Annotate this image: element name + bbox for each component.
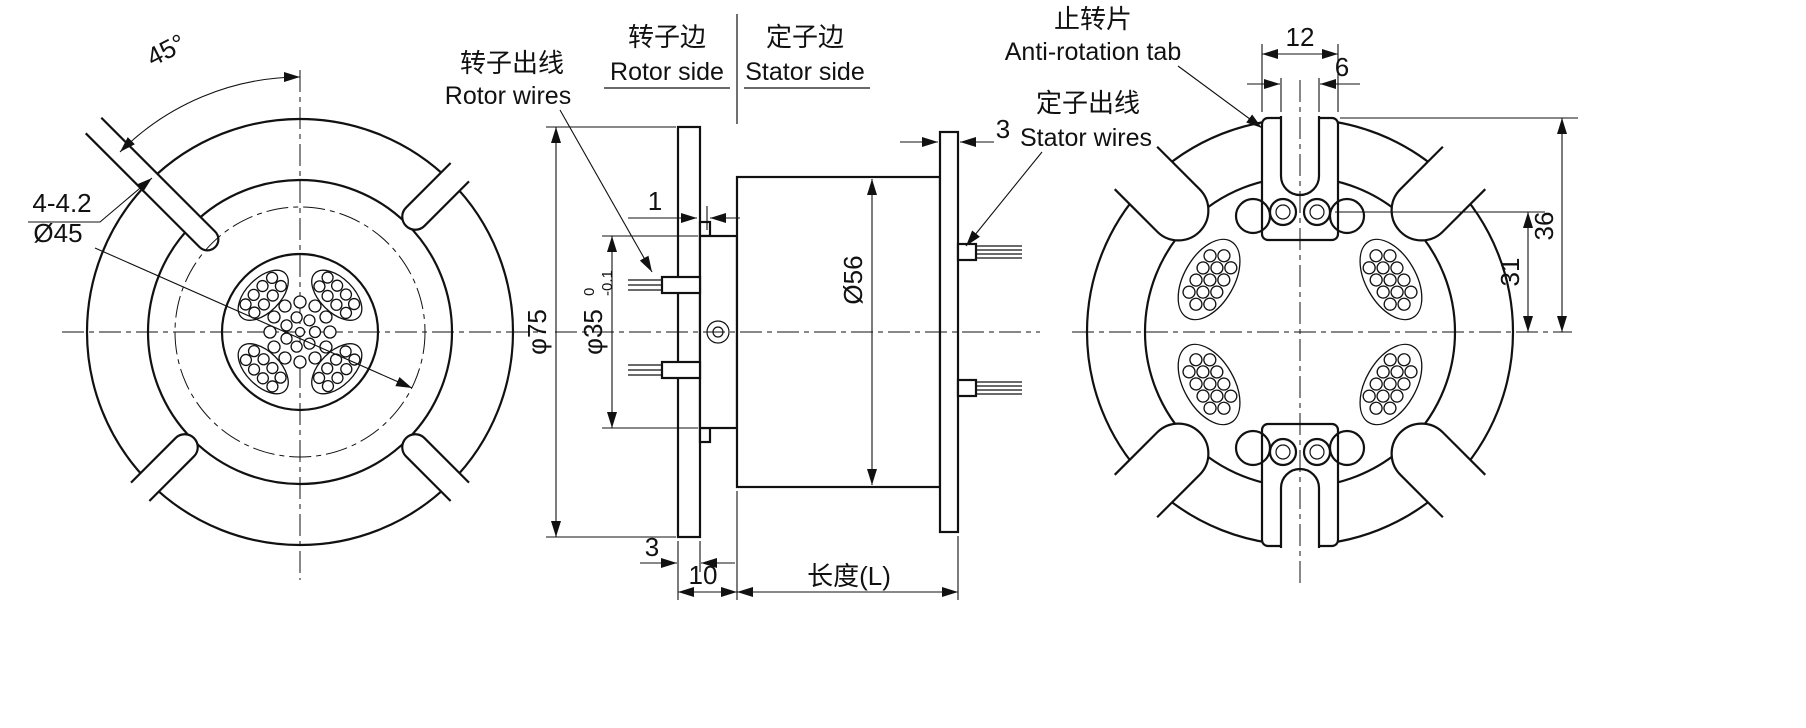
- dim-36: 36: [1529, 212, 1559, 241]
- dim-dia35-group: φ35 0 -0.1: [578, 270, 616, 355]
- label-anti-rotation-cn: 止转片: [1054, 4, 1132, 34]
- dim-dia35-tol-upper: 0: [581, 288, 598, 296]
- wire-bundle: [1346, 228, 1436, 331]
- face-hole: [1234, 429, 1272, 467]
- stator-wire-terminals: [956, 242, 1022, 398]
- dim-45deg: 45°: [142, 28, 191, 73]
- dim-31: 31: [1495, 258, 1525, 287]
- label-stator-side-cn: 定子边: [766, 22, 844, 52]
- rim-notch: [129, 427, 205, 503]
- dim-length-L: 长度(L): [807, 561, 891, 591]
- wire-bundle: [1164, 228, 1254, 331]
- leader-rotor-wires: [559, 109, 653, 273]
- dim-dia56: Ø56: [838, 255, 868, 304]
- rim-notch: [395, 427, 471, 503]
- dim-dia45: Ø45: [33, 218, 82, 248]
- rim-notch: [1113, 410, 1222, 519]
- wire-bundle: [1164, 333, 1254, 436]
- face-hole: [1328, 197, 1366, 235]
- dim-10: 10: [689, 560, 718, 590]
- rim-notch: [1378, 145, 1487, 254]
- dim-12: 12: [1286, 22, 1315, 52]
- rim-notch: [1113, 145, 1222, 254]
- dim-4-4.2: 4-4.2: [32, 188, 91, 218]
- pin-slot-4.2: [84, 116, 225, 257]
- leader-anti-rotation: [1177, 65, 1263, 129]
- label-stator-wires-cn: 定子出线: [1036, 88, 1140, 118]
- rotor-step-bottom: [698, 426, 712, 444]
- dim-step-1: 1: [648, 186, 662, 216]
- wire-bundle: [1346, 333, 1436, 436]
- label-rotor-wires-en: Rotor wires: [445, 82, 571, 110]
- rim-notch: [1378, 410, 1487, 519]
- label-stator-side-en: Stator side: [745, 58, 865, 86]
- dim-dia35-tol-lower: -0.1: [599, 270, 616, 296]
- face-hole: [1234, 197, 1272, 235]
- label-stator-wires-en: Stator wires: [1020, 124, 1152, 152]
- label-rotor-wires-cn: 转子出线: [460, 48, 564, 78]
- dim-6: 6: [1335, 52, 1349, 82]
- rotor-step-top: [698, 220, 712, 238]
- wire-bundle: [228, 260, 298, 330]
- wire-bundle: [228, 334, 298, 404]
- dim-dia35: φ35: [578, 309, 608, 355]
- leader-4-4.2: [28, 177, 153, 223]
- rear-view: 止转片 Anti-rotation tab 12 6 31 36: [1005, 4, 1578, 585]
- face-hole: [1328, 429, 1366, 467]
- rotor-wire-terminals: [628, 275, 702, 380]
- dim-3-stator: 3: [996, 114, 1010, 144]
- dim-arc-45deg: [119, 72, 301, 153]
- front-view: 45° 4-4.2 Ø45: [28, 28, 545, 580]
- leader-stator-wires: [965, 151, 1043, 247]
- label-rotor-side-cn: 转子边: [628, 22, 706, 52]
- leader-dia45: [94, 247, 413, 389]
- dim-dia75: φ75: [522, 309, 552, 355]
- anti-rotation-tab-bottom: [1260, 422, 1340, 548]
- label-anti-rotation-en: Anti-rotation tab: [1005, 38, 1182, 66]
- dim-3-rotor: 3: [645, 532, 659, 562]
- side-view: 转子边 Rotor side 定子边 Stator side 转子出线 Roto…: [445, 14, 1152, 600]
- rim-notch: [395, 161, 471, 237]
- label-rotor-side-en: Rotor side: [610, 58, 724, 86]
